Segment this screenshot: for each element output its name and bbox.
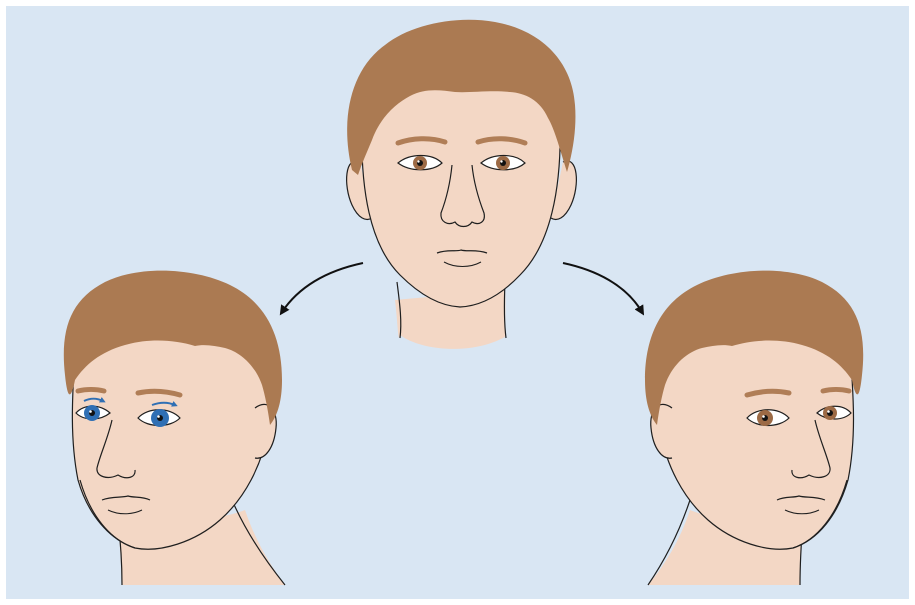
left-head-brow-1 <box>78 390 104 392</box>
right-head-brow-2 <box>823 390 849 392</box>
